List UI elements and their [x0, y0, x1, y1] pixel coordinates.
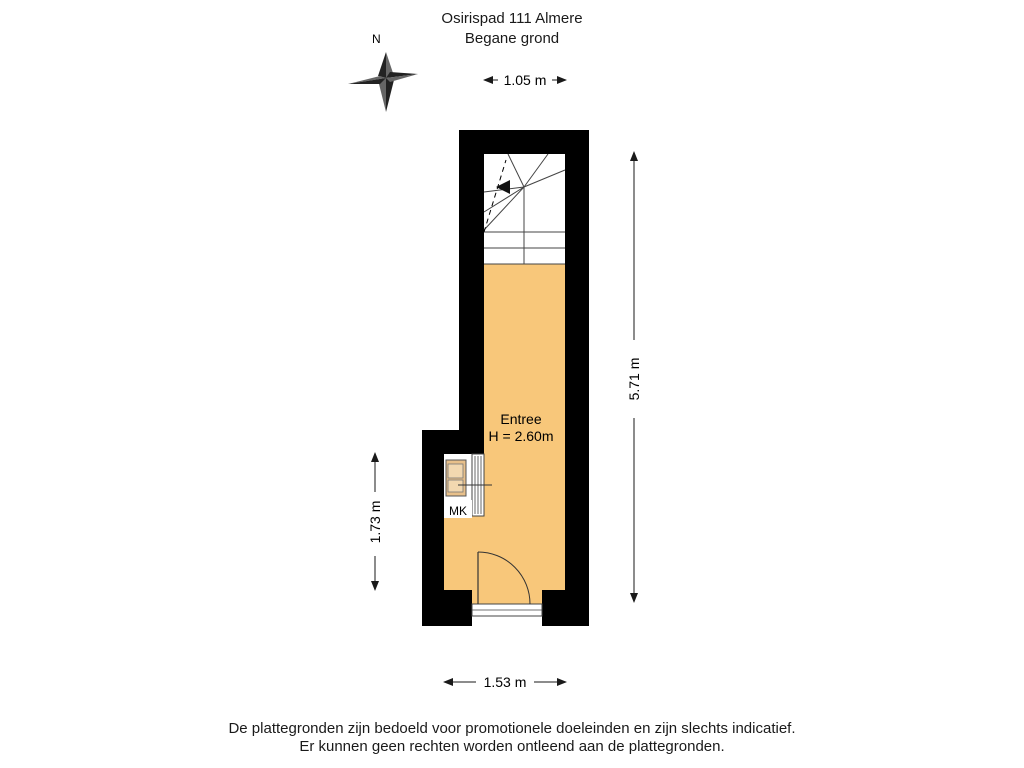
compass-rose-icon: N	[348, 32, 418, 112]
room-name-label: Entree	[500, 411, 541, 427]
dimension-top-width-label: 1.05 m	[504, 72, 547, 88]
dimension-left-height: 1.73 m	[367, 452, 383, 591]
plan-address: Osirispad 111 Almere	[441, 10, 583, 27]
staircase	[483, 153, 566, 265]
dimension-bottom-width-label: 1.53 m	[484, 674, 527, 690]
meter-cupboard-label: MK	[449, 504, 467, 518]
entree-floor	[444, 264, 566, 604]
dimension-bottom-width: 1.53 m	[443, 674, 567, 690]
dimension-right-height-label: 5.71 m	[626, 358, 642, 401]
room-height-label: H = 2.60m	[489, 428, 554, 444]
entrance-door	[471, 551, 543, 617]
dimension-right-height: 5.71 m	[626, 151, 642, 603]
walls	[422, 130, 589, 626]
plan-floor: Begane grond	[464, 30, 560, 47]
dimension-top-width: 1.05 m	[483, 72, 567, 88]
dimension-left-height-label: 1.73 m	[367, 501, 383, 544]
disclaimer-line-1: De plattegronden zijn bedoeld voor promo…	[228, 720, 796, 737]
compass-north-label: N	[372, 32, 381, 46]
disclaimer-line-2: Er kunnen geen rechten worden ontleend a…	[299, 738, 725, 755]
meter-cupboard: MK	[444, 453, 492, 518]
